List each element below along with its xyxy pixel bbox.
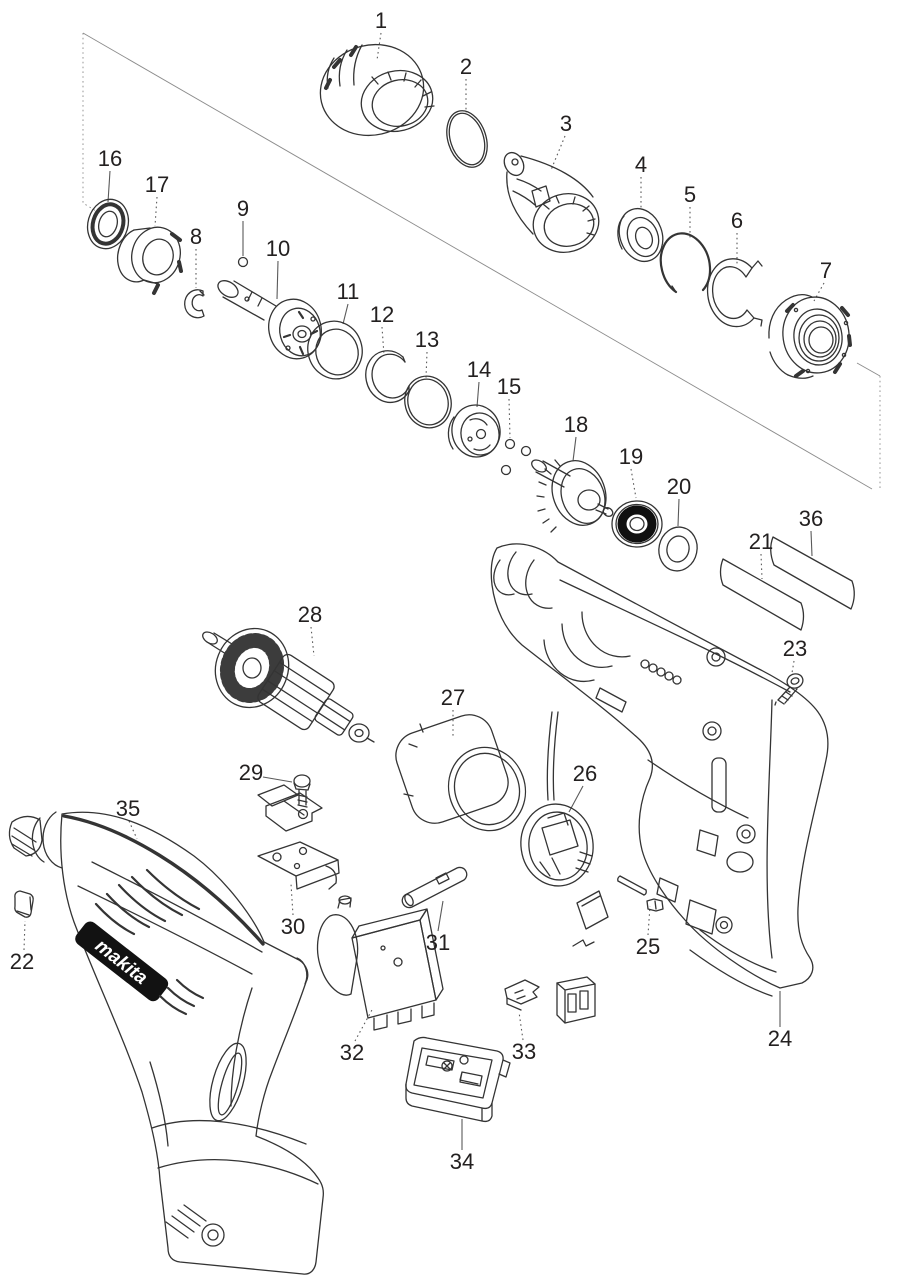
part-22-button	[14, 890, 34, 918]
part-20-washer	[658, 526, 698, 572]
part-2-o-ring	[446, 110, 488, 168]
part-5-retaining-ring	[659, 232, 712, 294]
part-11-flat-ring	[307, 320, 363, 380]
part-label-3: 3	[559, 111, 573, 136]
part-label-25: 25	[635, 934, 661, 959]
part-label-24: 24	[767, 1026, 793, 1051]
part-label-34: 34	[449, 1149, 475, 1174]
part-13-o-ring	[404, 375, 452, 429]
part-34-terminal-base	[405, 1036, 511, 1123]
part-19-ball-bearing	[611, 500, 663, 548]
part-25-pin	[617, 875, 664, 912]
part-label-29: 29	[238, 760, 264, 785]
part-label-32: 32	[339, 1040, 365, 1065]
part-9-ball	[237, 256, 249, 268]
part-label-23: 23	[782, 636, 808, 661]
part-26-brush-holder	[520, 711, 609, 947]
part-8-half-bushing	[184, 289, 205, 319]
part-label-33: 33	[511, 1039, 537, 1064]
part-label-18: 18	[563, 412, 589, 437]
part-label-27: 27	[440, 685, 466, 710]
part-18-gear	[531, 459, 614, 533]
part-label-13: 13	[414, 327, 440, 352]
part-12-wave-spring	[365, 350, 410, 404]
part-36-label-sticker	[770, 536, 855, 610]
part-label-8: 8	[189, 224, 203, 249]
part-29-screw	[257, 774, 323, 832]
reference-line-corner	[856, 362, 881, 377]
part-label-15: 15	[496, 374, 522, 399]
part-label-36: 36	[798, 506, 824, 531]
part-17-retainer	[117, 226, 183, 295]
part-label-5: 5	[683, 182, 697, 207]
reference-line-diagonal	[82, 32, 873, 490]
part-label-9: 9	[236, 196, 250, 221]
part-7-lock-collar	[768, 293, 852, 379]
part-label-26: 26	[572, 761, 598, 786]
part-label-22: 22	[9, 949, 35, 974]
part-6-clip	[706, 258, 763, 328]
part-label-4: 4	[634, 152, 648, 177]
part-35-housing-left: makita	[8, 811, 324, 1275]
construction-lines	[82, 32, 881, 490]
part-32-switch	[316, 895, 444, 1031]
part-30-bracket	[257, 841, 340, 890]
parts-layer: makita	[8, 43, 855, 1275]
part-label-16: 16	[97, 146, 123, 171]
part-label-35: 35	[115, 796, 141, 821]
part-1-chuck-sleeve	[319, 43, 435, 137]
part-label-2: 2	[459, 54, 473, 79]
part-label-28: 28	[297, 602, 323, 627]
part-4-bearing	[617, 207, 664, 263]
part-label-14: 14	[466, 357, 492, 382]
reference-line-left	[82, 33, 97, 212]
part-3-joint-sleeve	[503, 151, 600, 253]
part-28-armature	[202, 627, 375, 743]
part-23-screw	[774, 673, 804, 706]
part-31-lever-bar	[401, 866, 468, 909]
part-16-seal-ring	[86, 198, 130, 250]
part-label-1: 1	[374, 8, 388, 33]
part-label-31: 31	[425, 930, 451, 955]
part-label-10: 10	[265, 236, 291, 261]
part-label-11: 11	[336, 279, 360, 304]
part-label-20: 20	[666, 474, 692, 499]
part-33-connector	[504, 976, 596, 1024]
part-21-label-sticker	[719, 558, 805, 631]
part-15-balls	[500, 438, 532, 476]
part-14-cam-plate	[447, 404, 501, 458]
leader-lines	[23, 32, 825, 1150]
part-label-17: 17	[144, 172, 170, 197]
part-label-7: 7	[819, 258, 833, 283]
part-label-30: 30	[280, 914, 306, 939]
part-label-21: 21	[748, 529, 774, 554]
part-label-12: 12	[369, 302, 395, 327]
part-24-housing-right	[490, 543, 829, 997]
part-10-spindle	[217, 280, 322, 360]
part-label-6: 6	[730, 208, 744, 233]
part-27-motor-yoke	[395, 714, 527, 832]
part-label-19: 19	[618, 444, 644, 469]
